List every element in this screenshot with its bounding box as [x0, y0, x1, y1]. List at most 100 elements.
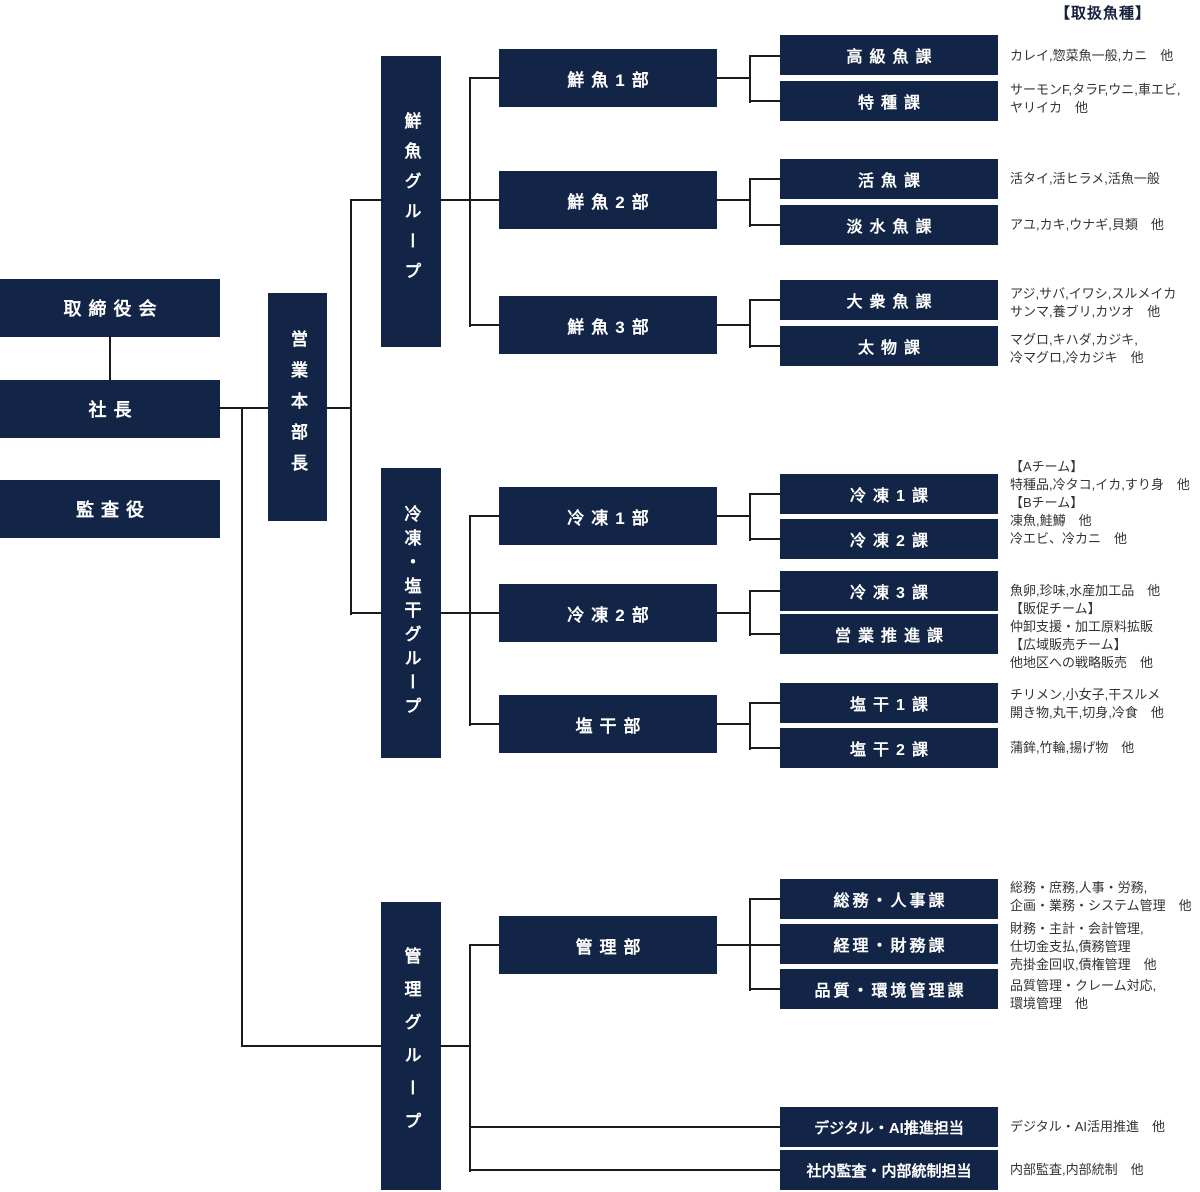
president-box: 社長 [0, 380, 220, 438]
connector-line [109, 336, 111, 380]
connector-line [749, 590, 780, 592]
section-note: デジタル・AI活用推進 他 [1010, 1119, 1166, 1134]
connector-line [749, 55, 780, 57]
section-box: 総務・人事課 [780, 879, 998, 919]
connector-line [350, 199, 381, 201]
section-box: デジタル・AI推進担当 [780, 1107, 998, 1147]
connector-line [749, 55, 751, 103]
connector-line [749, 898, 751, 991]
section-box: 冷凍1課 [780, 474, 998, 514]
connector-line [241, 407, 243, 1047]
connector-line [749, 345, 780, 347]
connector-line [717, 612, 750, 614]
section-box: 淡水魚課 [780, 205, 998, 245]
section-note: 冷エビ、冷カニ 他 [1010, 531, 1128, 546]
section-box: 特種課 [780, 81, 998, 121]
connector-line [749, 590, 751, 636]
connector-line [469, 612, 499, 614]
section-box: 高級魚課 [780, 35, 998, 75]
connector-line [469, 1126, 780, 1128]
section-box: 冷凍3課 [780, 571, 998, 611]
connector-line [749, 538, 780, 540]
connector-line [469, 944, 499, 946]
connector-line [469, 944, 471, 1172]
connector-line [749, 299, 780, 301]
connector-line [441, 612, 470, 614]
section-box: 品質・環境管理課 [780, 969, 998, 1009]
section-note: アユ,カキ,ウナギ,貝類 他 [1010, 217, 1164, 232]
frozen-salted-group-box: 冷凍・塩干グループ [381, 468, 441, 758]
admin-group-box: 管理グループ [381, 902, 441, 1190]
connector-line [441, 199, 470, 201]
dept-frozen-2-box: 冷凍2部 [499, 584, 717, 642]
connector-line [749, 944, 780, 946]
connector-line [749, 898, 780, 900]
legend-title: 【取扱魚種】 [1054, 5, 1151, 22]
connector-line [749, 988, 780, 990]
connector-line [469, 324, 499, 326]
section-note: 財務・主計・会計管理, 仕切金支払,債務管理 売掛金回収,債権管理 他 [1010, 921, 1157, 972]
section-note: チリメン,小女子,干スルメ 開き物,丸干,切身,冷食 他 [1010, 687, 1164, 720]
section-note: サーモンF,タラF,ウニ,車エビ, ヤリイカ 他 [1010, 82, 1181, 115]
dept-fresh-fish-3-box: 鮮魚3部 [499, 296, 717, 354]
section-note: 魚卵,珍味,水産加工品 他 [1010, 583, 1161, 598]
connector-line [218, 407, 268, 409]
connector-line [469, 77, 471, 327]
section-note: 蒲鉾,竹輪,揚げ物 他 [1010, 740, 1135, 755]
connector-line [469, 515, 499, 517]
dept-fresh-fish-1-box: 鮮魚1部 [499, 49, 717, 107]
section-note: 内部監査,内部統制 他 [1010, 1162, 1144, 1177]
section-note: 【Aチーム】 特種品,冷タコ,イカ,すり身 他 【Bチーム】 凍魚,鮭鱒 他 [1010, 459, 1190, 528]
section-box: 活魚課 [780, 159, 998, 199]
connector-line [749, 299, 751, 348]
section-note: 品質管理・クレーム対応, 環境管理 他 [1010, 978, 1157, 1011]
section-note: 活タイ,活ヒラメ,活魚一般 [1010, 171, 1160, 186]
section-box: 冷凍2課 [780, 519, 998, 559]
connector-line [717, 723, 750, 725]
connector-line [717, 77, 750, 79]
connector-line [749, 493, 751, 541]
connector-line [717, 199, 750, 201]
section-box: 経理・財務課 [780, 924, 998, 964]
connector-line [749, 224, 780, 226]
section-box: 営業推進課 [780, 614, 998, 654]
connector-line [469, 77, 499, 79]
section-note: 【販促チーム】 仲卸支援・加工原料拡販 【広域販売チーム】 他地区への戦略販売 … [1010, 601, 1154, 670]
connector-line [717, 324, 750, 326]
connector-line [749, 747, 780, 749]
connector-line [749, 493, 780, 495]
connector-line [441, 1045, 470, 1047]
connector-line [327, 407, 351, 409]
connector-line [469, 723, 499, 725]
section-note: アジ,サバ,イワシ,スルメイカ サンマ,養ブリ,カツオ 他 [1010, 286, 1177, 319]
connector-line [469, 515, 471, 726]
sales-hq-director-box: 営業本部長 [268, 293, 327, 521]
connector-line [469, 199, 499, 201]
connector-line [350, 199, 352, 615]
connector-line [749, 100, 780, 102]
connector-line [717, 944, 750, 946]
connector-line [749, 633, 780, 635]
board-of-directors-box: 取締役会 [0, 279, 220, 337]
auditor-box: 監査役 [0, 480, 220, 538]
section-box: 社内監査・内部統制担当 [780, 1150, 998, 1190]
section-box: 塩干2課 [780, 728, 998, 768]
connector-line [717, 515, 750, 517]
dept-fresh-fish-2-box: 鮮魚2部 [499, 171, 717, 229]
dept-salted-dried-box: 塩干部 [499, 695, 717, 753]
section-note: 総務・庶務,人事・労務, 企画・業務・システム管理 他 [1010, 880, 1192, 913]
connector-line [749, 702, 780, 704]
section-note: マグロ,キハダ,カジキ, 冷マグロ,冷カジキ 他 [1010, 332, 1144, 365]
dept-admin-box: 管理部 [499, 916, 717, 974]
dept-frozen-1-box: 冷凍1部 [499, 487, 717, 545]
connector-line [241, 1045, 381, 1047]
connector-line [749, 178, 780, 180]
section-box: 塩干1課 [780, 683, 998, 723]
section-note: カレイ,惣菜魚一般,カニ 他 [1010, 48, 1174, 63]
section-box: 太物課 [780, 326, 998, 366]
connector-line [749, 702, 751, 750]
connector-line [749, 178, 751, 227]
section-box: 大衆魚課 [780, 280, 998, 320]
fresh-fish-group-box: 鮮魚グループ [381, 56, 441, 347]
